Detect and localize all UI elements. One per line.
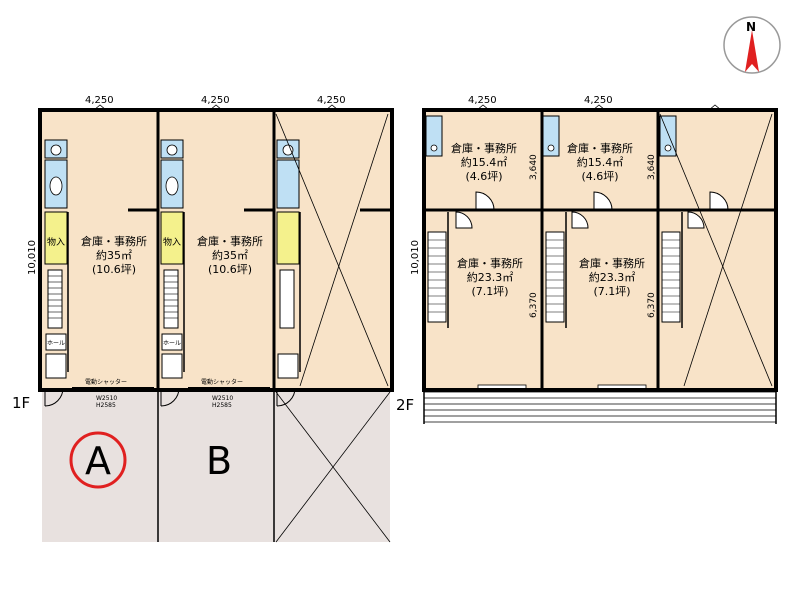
hall-label: ホール	[47, 340, 65, 347]
dim-front: 3,640	[647, 154, 657, 180]
storage-closet	[44, 211, 68, 265]
unit-2f-b: 倉庫・事務所 約15.4㎡ (4.6坪) 3,640 倉庫・事務所 約23.3㎡…	[542, 115, 657, 390]
sink-icon	[50, 144, 62, 156]
walls-1f	[38, 108, 394, 392]
staircase	[279, 269, 295, 329]
parking-a-circle	[69, 431, 127, 489]
floor-label-1f: 1F	[12, 394, 30, 412]
hall-label: ホール	[163, 340, 181, 347]
north-arrow-icon	[745, 30, 759, 72]
door	[475, 191, 495, 211]
sink-icon	[282, 144, 294, 156]
shutter-label: 電動シャッター	[201, 378, 243, 386]
dim-top-1: 4,250	[85, 95, 114, 106]
cross-line	[275, 113, 389, 387]
rear-room-name: 倉庫・事務所	[457, 256, 523, 270]
front-room-area: 約15.4㎡	[577, 155, 624, 169]
rear-room-area: 約23.3㎡	[467, 270, 514, 284]
front-room-area: 約15.4㎡	[461, 155, 508, 169]
room-tsubo: (10.6坪)	[208, 263, 252, 276]
parking-b-label: B	[206, 439, 232, 483]
compass: N	[723, 16, 781, 74]
entrance-mat	[45, 353, 67, 379]
parking-a-label: A	[85, 439, 111, 483]
staircase	[427, 231, 447, 323]
hall	[161, 333, 183, 351]
cross-line	[299, 113, 389, 387]
staircase	[163, 269, 179, 329]
room-tsubo: (10.6坪)	[92, 263, 136, 276]
dim-top-1: 4,250	[468, 95, 497, 106]
kitchenette	[659, 115, 677, 157]
unit-1f-a: 物入 ホール 倉庫・事務所 約35㎡ (10.6坪) 電動シャッター W2510…	[44, 139, 154, 409]
rear-room-area: 約23.3㎡	[589, 270, 636, 284]
opening-width: W2510	[96, 395, 117, 402]
door	[709, 191, 729, 211]
entrance-mat	[277, 353, 299, 379]
front-room-name: 倉庫・事務所	[451, 141, 517, 155]
shutter-label: 電動シャッター	[85, 378, 127, 386]
toilet	[276, 159, 300, 209]
unit-2f-c-crossed	[659, 113, 773, 387]
dim-side: 10,010	[27, 240, 38, 275]
door	[571, 211, 589, 229]
balcony	[423, 390, 777, 424]
unit-1f-c-crossed	[275, 113, 389, 407]
opening-width: W2510	[212, 395, 233, 402]
entrance-mat	[161, 353, 183, 379]
sink-icon	[430, 144, 438, 152]
storage-label: 物入	[163, 236, 181, 248]
dim-top-3: 4,250	[317, 95, 346, 106]
dim-top-2: 4,250	[584, 95, 613, 106]
storage-closet	[276, 211, 300, 265]
room-area: 約35㎡	[96, 248, 132, 262]
toilet-icon	[165, 176, 179, 196]
dim-top-2: 4,250	[201, 95, 230, 106]
dim-rear: 6,370	[647, 292, 657, 318]
front-room-name: 倉庫・事務所	[567, 141, 633, 155]
door	[687, 211, 705, 229]
front-room-tsubo: (4.6坪)	[581, 170, 618, 183]
rear-room-name: 倉庫・事務所	[579, 256, 645, 270]
staircase	[661, 231, 681, 323]
floor-1f: 4,250 4,250 4,250 10,010 A B 物入	[12, 95, 394, 543]
walls-2f	[422, 108, 778, 392]
floor-2f: 4,250 4,250 10,010 倉庫・事務所 約15.4㎡ (4.6坪) …	[396, 95, 778, 424]
door	[455, 211, 473, 229]
front-room-tsubo: (4.6坪)	[465, 170, 502, 183]
toilet-icon	[49, 176, 63, 196]
storage-label: 物入	[47, 236, 65, 248]
room-name: 倉庫・事務所	[81, 234, 147, 248]
dim-side: 10,010	[410, 240, 421, 275]
door	[593, 191, 613, 211]
compass-label: N	[746, 20, 756, 34]
rear-room-tsubo: (7.1坪)	[593, 285, 630, 298]
storage-closet	[160, 211, 184, 265]
sink-icon	[166, 144, 178, 156]
room-name: 倉庫・事務所	[197, 234, 263, 248]
cross-line	[683, 113, 773, 387]
unit-1f-b: 物入 ホール 倉庫・事務所 約35㎡ (10.6坪) 電動シャッター W2510…	[160, 139, 270, 409]
sink-icon	[664, 144, 672, 152]
cross-line	[659, 113, 773, 387]
staircase	[545, 231, 565, 323]
hall	[45, 333, 67, 351]
sink-icon	[547, 144, 555, 152]
dim-rear: 6,370	[529, 292, 539, 318]
opening-height: H2585	[212, 402, 232, 409]
opening-height: H2585	[96, 402, 116, 409]
staircase	[47, 269, 63, 329]
room-area: 約35㎡	[212, 248, 248, 262]
floor-label-2f: 2F	[396, 396, 414, 414]
rear-room-tsubo: (7.1坪)	[471, 285, 508, 298]
unit-2f-a: 倉庫・事務所 約15.4㎡ (4.6坪) 3,640 倉庫・事務所 約23.3㎡…	[425, 115, 539, 390]
dim-front: 3,640	[529, 154, 539, 180]
